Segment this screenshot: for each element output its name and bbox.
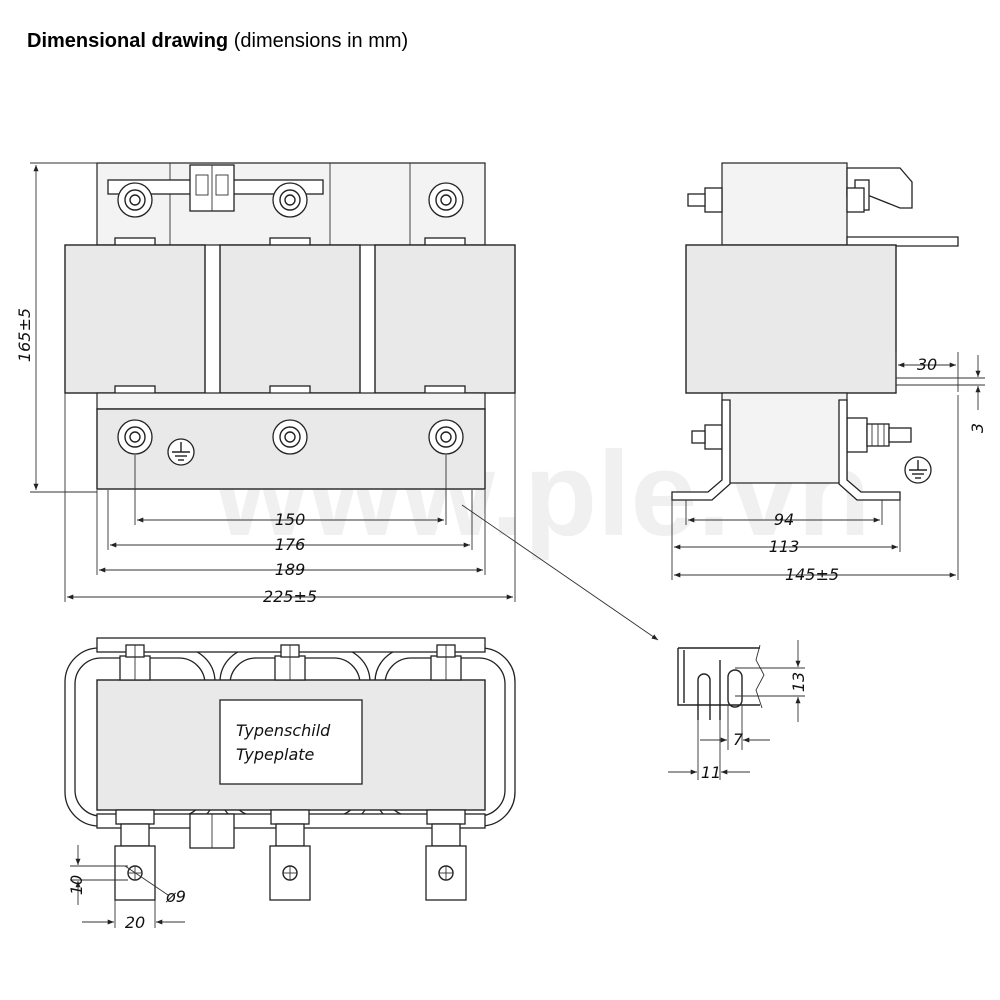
- side-bolt-bottom-right: [846, 417, 912, 453]
- bottom-bolt-2: [272, 419, 308, 455]
- title-rest: (dimensions in mm): [233, 30, 409, 52]
- top-nut-3: [430, 644, 462, 681]
- top-nut-2: [274, 644, 306, 681]
- top-bolt-2: [272, 182, 308, 218]
- side-top-yoke: [721, 162, 848, 246]
- dim-term-d9: ø9: [165, 887, 186, 906]
- bottom-yoke-top: [96, 392, 486, 410]
- typeplate-box: [219, 699, 363, 785]
- dim-depth: 145±5: [785, 565, 839, 584]
- dim-150: 150: [275, 510, 306, 529]
- coil-1: [64, 244, 206, 394]
- dim-term-10: 10: [67, 875, 86, 895]
- bottom-bolt-1: [117, 419, 153, 455]
- side-bottom-yoke: [721, 392, 848, 484]
- typeplate-line2: Typeplate: [236, 745, 315, 764]
- front-view: 165±5 150 176 189 225±5: [15, 162, 659, 641]
- ground-symbol-icon: [167, 438, 195, 466]
- dim-slot-11: 11: [701, 763, 721, 782]
- top-bolt-1: [117, 182, 153, 218]
- dim-side-94: 94: [774, 510, 794, 529]
- coil-3: [374, 244, 516, 394]
- terminal-lug-3: [425, 823, 467, 901]
- side-bolt-bottom-left: [691, 424, 723, 450]
- dim-width: 225±5: [263, 587, 317, 606]
- top-bolt-3: [428, 182, 464, 218]
- typeplate-line1: Typenschild: [236, 721, 331, 740]
- slot-detail: 13 7 11: [668, 640, 808, 782]
- terminal-lug-1: [114, 823, 156, 901]
- page-title: Dimensional drawing (dimensions in mm): [27, 30, 408, 53]
- side-bolt-top-left: [687, 187, 723, 213]
- side-bolt-top-right: [846, 187, 865, 213]
- title-bold: Dimensional drawing: [27, 30, 229, 52]
- dim-189: 189: [275, 560, 306, 579]
- bottom-bolt-3: [428, 419, 464, 455]
- side-coil: [685, 244, 897, 394]
- top-nut-1: [119, 644, 151, 681]
- dim-slot-7: 7: [733, 730, 744, 749]
- dim-side-30: 30: [917, 355, 937, 374]
- dim-term-20: 20: [125, 913, 145, 932]
- terminal-lug-2: [269, 823, 311, 901]
- dim-slot-13: 13: [789, 672, 808, 692]
- coil-2: [219, 244, 361, 394]
- dim-side-113: 113: [769, 537, 800, 556]
- side-view: 30 3 94 113 145±5: [671, 162, 987, 584]
- dim-side-3: 3: [968, 423, 987, 433]
- dim-176: 176: [275, 535, 306, 554]
- top-view: Typenschild Typeplate: [64, 637, 516, 932]
- side-ground-symbol-icon: [904, 456, 932, 484]
- dim-height: 165±5: [15, 308, 34, 362]
